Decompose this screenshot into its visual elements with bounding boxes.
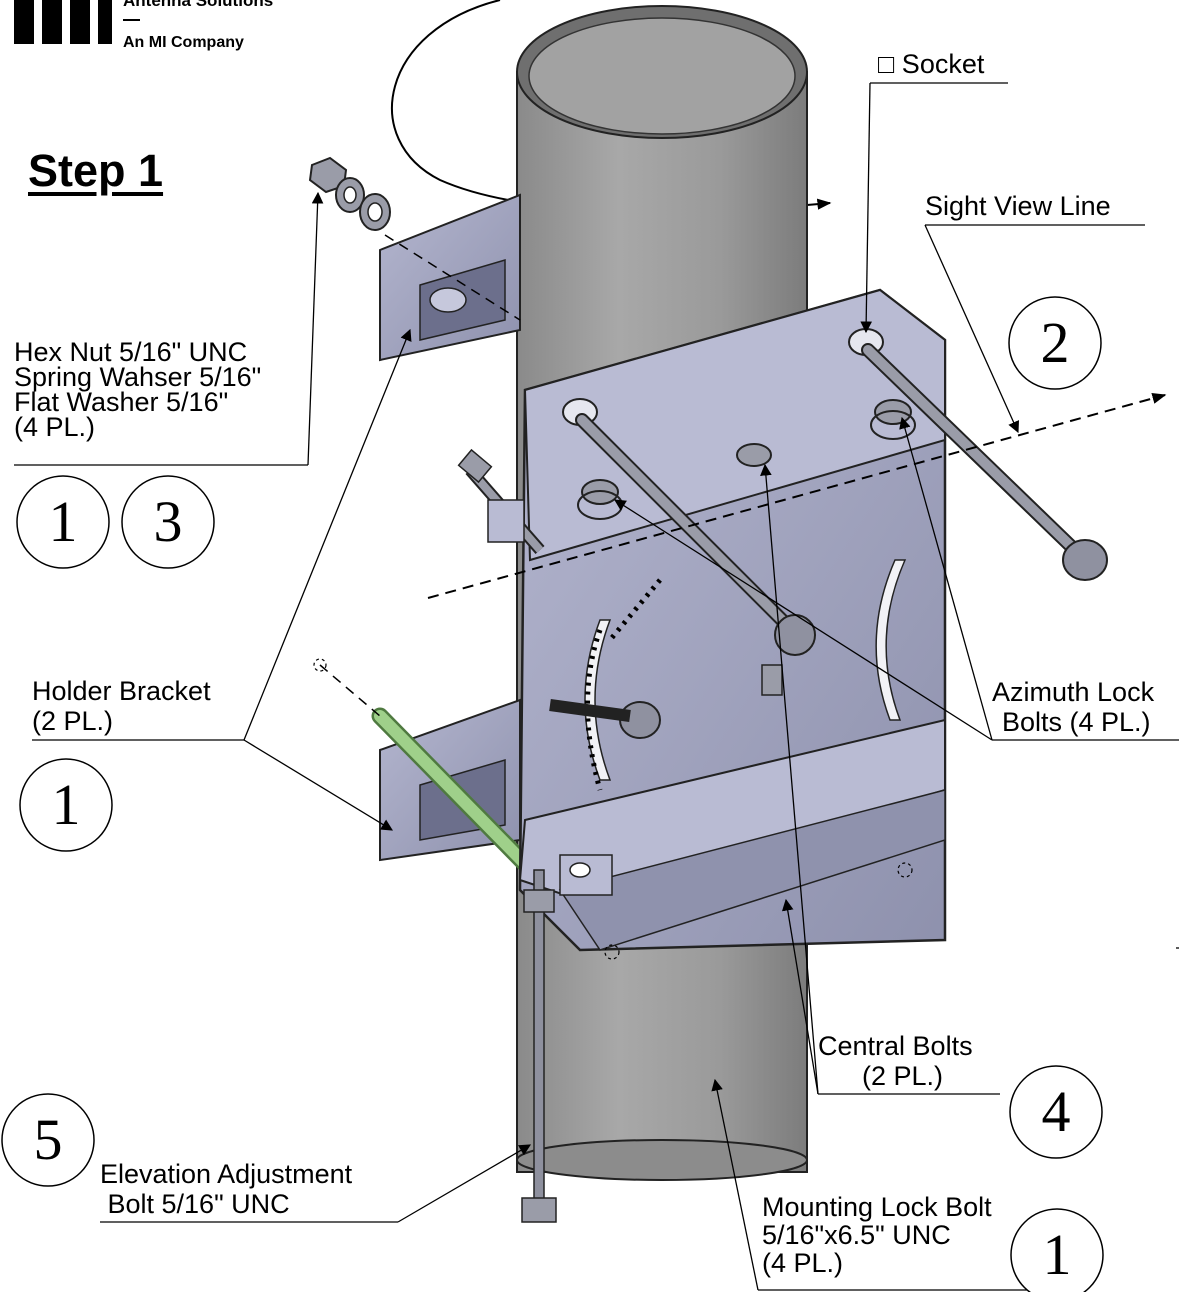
label-mounting-lock-group: Mounting Lock Bolt 5/16"x6.5" UNC (4 PL.… xyxy=(762,1193,992,1277)
callout-circles xyxy=(1,296,1104,1292)
brand-line1: Antenna Solutions xyxy=(123,0,274,10)
label-elevation-adjustment: Elevation Adjustment xyxy=(100,1159,353,1189)
leader-lines xyxy=(14,82,1179,1291)
callout-1-holder: 1 xyxy=(51,772,81,837)
label-azimuth-lock-qty: Bolts (4 PL.) xyxy=(1002,707,1151,737)
label-hex-nut: Hex Nut 5/16" UNC xyxy=(14,337,248,367)
brand-logo-mark xyxy=(14,0,140,44)
label-holder-bracket: Holder Bracket xyxy=(32,676,211,706)
label-hex-nut-group: Hex Nut 5/16" UNC Spring Wahser 5/16" Fl… xyxy=(14,337,262,442)
callout-1-mounting: 1 xyxy=(1042,1222,1072,1287)
step-title: Step 1 xyxy=(28,145,164,196)
holder-bracket-upper xyxy=(379,193,521,362)
label-spring-washer: Spring Wahser 5/16" xyxy=(14,362,262,392)
label-holder-bracket-qty: (2 PL.) xyxy=(32,706,114,736)
elevation-bolt xyxy=(521,854,613,1223)
label-central-bolts-group: Central Bolts (2 PL.) xyxy=(818,1031,973,1091)
center-lines xyxy=(313,234,913,960)
callout-5-elevation: 5 xyxy=(33,1107,63,1172)
label-central-bolts-qty: (2 PL.) xyxy=(862,1061,944,1091)
hex-nut-washers xyxy=(308,156,391,231)
label-sight-view-line: Sight View Line xyxy=(925,191,1111,221)
label-central-bolts: Central Bolts xyxy=(818,1031,973,1061)
label-hex-nut-qty: (4 PL.) xyxy=(14,412,96,442)
label-azimuth-lock: Azimuth Lock xyxy=(992,677,1155,707)
label-elevation-bolt-group: Elevation Adjustment Bolt 5/16" UNC xyxy=(100,1159,352,1219)
label-flat-washer: Flat Washer 5/16" xyxy=(14,387,229,417)
label-socket: □ Socket xyxy=(878,49,985,79)
label-holder-bracket-group: Holder Bracket (2 PL.) xyxy=(32,676,211,736)
top-left-bolt xyxy=(457,448,545,554)
brand-line2: An MI Company xyxy=(123,34,244,51)
mount-plate xyxy=(518,288,947,952)
socket-handles xyxy=(549,343,1108,739)
label-elevation-bolt-size: Bolt 5/16" UNC xyxy=(100,1189,290,1219)
callout-4-central: 4 xyxy=(1041,1079,1071,1144)
label-mounting-lock-bolt: Mounting Lock Bolt xyxy=(762,1192,992,1222)
sight-view-line xyxy=(427,392,1167,599)
callout-2-sight: 2 xyxy=(1040,310,1070,375)
label-mounting-lock-size: 5/16"x6.5" UNC xyxy=(762,1220,951,1250)
callout-3-hexnut: 3 xyxy=(153,489,183,554)
callout-1-hexnut: 1 xyxy=(48,489,78,554)
label-azimuth-lock-group: Azimuth Lock Bolts (4 PL.) xyxy=(992,677,1154,737)
label-mounting-lock-qty: (4 PL.) xyxy=(762,1248,844,1278)
